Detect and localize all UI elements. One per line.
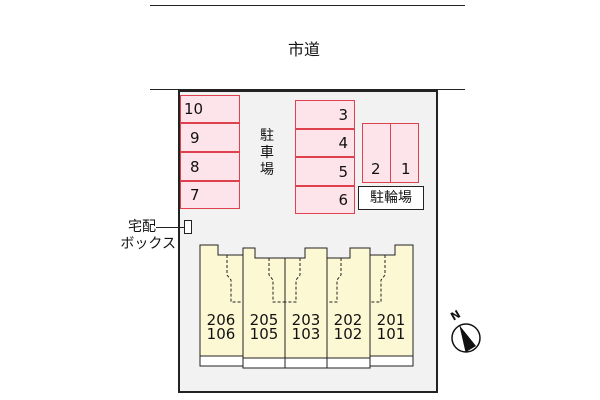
parking-space-8: 8 [180,152,240,181]
parking-space-2: 2 [362,123,391,183]
apartment-building [199,244,414,369]
parking-space-10: 10 [180,95,240,123]
parking-space-9: 9 [180,123,240,152]
parking-space-7: 7 [180,181,240,209]
parking-space-5: 5 [295,157,355,186]
road-top-edge [150,5,465,6]
parking-space-1: 1 [390,123,419,183]
road-label: 市道 [288,40,321,59]
parking-space-6: 6 [295,186,355,214]
delivery-box-label: 宅配 ボックス [120,219,176,252]
north-compass-icon [451,323,481,353]
parking-space-4: 4 [295,129,355,157]
bicycle-parking-label: 駐輪場 [358,186,424,210]
delivery-box-leader-line [156,227,184,228]
delivery-box [184,220,192,234]
parking-space-3: 3 [295,100,355,129]
parking-label: 駐車場 [260,128,274,178]
road-bottom-edge [150,89,465,90]
